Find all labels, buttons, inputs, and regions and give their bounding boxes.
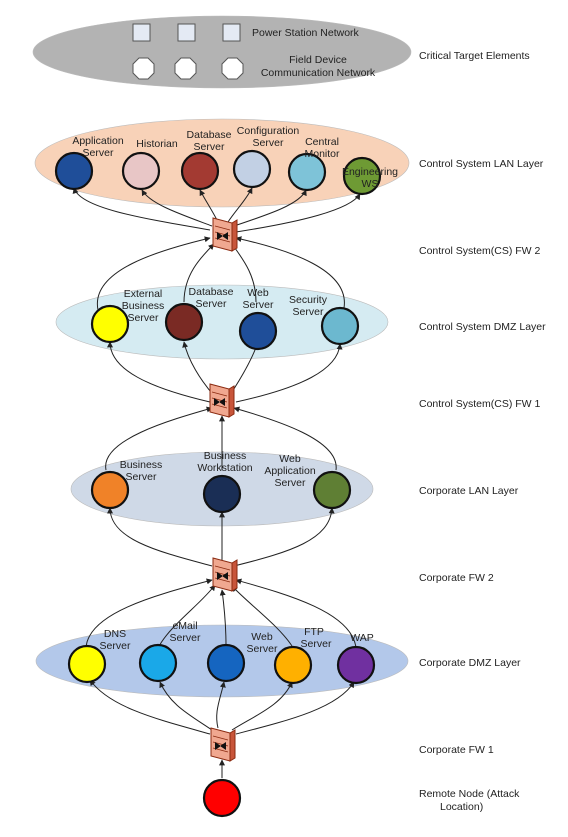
corp-dmz-label-ftp-1: FTP — [304, 626, 324, 638]
corp-lan-label-workstation-2: Workstation — [197, 462, 252, 474]
cs-lan-label-database-2: Server — [194, 141, 225, 153]
corp-dmz-label-email-2: Server — [170, 632, 201, 644]
corp-fw1-firewall-icon — [210, 727, 236, 762]
corp-lan-layer-label: Corporate LAN Layer — [419, 485, 519, 497]
corp-dmz-node-ftp-server — [273, 645, 313, 685]
cs-dmz-label-external-3: Server — [128, 312, 159, 324]
field-device-label-line1: Field Device — [289, 54, 347, 66]
power-station-square-3 — [222, 23, 241, 42]
corp-lan-label-webapp-2: Application — [264, 465, 316, 477]
corp-dmz-label-email-1: eMail — [172, 620, 197, 632]
cs-dmz-label-security-2: Server — [293, 306, 324, 318]
cs-lan-layer-label: Control System LAN Layer — [419, 158, 544, 170]
corp-dmz-label-dns-1: DNS — [104, 628, 126, 640]
cs-lan-node-engineering-ws — [342, 156, 382, 196]
corp-lan-node-business-server — [90, 470, 130, 510]
cs-dmz-layer-ellipse — [55, 284, 389, 360]
cs-lan-label-central-2: Monitor — [304, 148, 340, 160]
critical-target-elements-label: Critical Target Elements — [419, 50, 530, 62]
cs-lan-node-application-server — [54, 151, 94, 191]
cs-lan-label-application-2: Server — [83, 147, 114, 159]
cs-lan-label-configuration-1: Configuration — [237, 125, 300, 137]
field-device-label-line2: Communication Network — [261, 67, 376, 79]
critical-layer-ellipse — [32, 15, 412, 89]
cs-lan-label-engineering-2: WS — [362, 178, 379, 190]
cs-lan-node-configuration-server — [232, 149, 272, 189]
corp-dmz-label-ftp-2: Server — [301, 638, 332, 650]
power-station-network-label: Power Station Network — [252, 27, 360, 39]
corp-lan-label-webapp-3: Server — [275, 477, 306, 489]
cs-dmz-label-external-2: Business — [122, 300, 165, 312]
corp-dmz-layer-label: Corporate DMZ Layer — [419, 657, 521, 669]
cs-lan-label-engineering-1: Engineering — [342, 166, 398, 178]
cs-dmz-layer-label: Control System DMZ Layer — [419, 321, 546, 333]
cs-fw2-firewall-icon — [212, 217, 238, 252]
cs-dmz-label-database-2: Server — [196, 298, 227, 310]
cs-dmz-node-web-server — [238, 311, 278, 351]
cs-dmz-label-security-1: Security — [289, 294, 328, 306]
cs-lan-node-historian — [121, 151, 161, 191]
corp-dmz-node-email-server — [138, 643, 178, 683]
remote-node-label-line2: Location) — [440, 801, 483, 813]
cs-dmz-node-external-business-server — [90, 304, 130, 344]
corp-lan-label-workstation-1: Business — [204, 450, 247, 462]
corp-dmz-node-wap — [336, 645, 376, 685]
cs-lan-label-central-1: Central — [305, 136, 339, 148]
cs-dmz-node-security-server — [320, 306, 360, 346]
power-station-square-2 — [177, 23, 196, 42]
cs-lan-label-database-1: Database — [187, 129, 232, 141]
corp-dmz-label-dns-2: Server — [100, 640, 131, 652]
cs-fw1-firewall-icon — [209, 383, 235, 418]
cs-lan-node-central-monitor — [287, 152, 327, 192]
cs-dmz-label-external-1: External — [124, 288, 163, 300]
cs-fw2-label: Control System(CS) FW 2 — [419, 245, 541, 257]
field-device-octagon-3 — [221, 57, 244, 80]
field-device-octagon-1 — [132, 57, 155, 80]
power-station-square-1 — [132, 23, 151, 42]
corp-fw2-firewall-icon — [212, 557, 238, 592]
corp-dmz-label-web-1: Web — [251, 631, 273, 643]
cs-dmz-label-web-2: Server — [243, 299, 274, 311]
field-device-octagon-2 — [174, 57, 197, 80]
cs-lan-node-database-server — [180, 151, 220, 191]
corp-dmz-label-web-2: Server — [247, 643, 278, 655]
connection-edges — [72, 187, 361, 778]
corp-dmz-node-dns-server — [67, 644, 107, 684]
cs-dmz-label-web-1: Web — [247, 287, 269, 299]
corp-dmz-label-wap: WAP — [350, 632, 374, 644]
cs-lan-label-configuration-2: Server — [253, 137, 284, 149]
cs-lan-label-historian: Historian — [136, 138, 178, 150]
corp-lan-node-business-workstation — [202, 474, 242, 514]
corp-fw1-label: Corporate FW 1 — [419, 744, 494, 756]
corp-dmz-node-web-server — [206, 643, 246, 683]
corp-lan-label-webapp-1: Web — [279, 453, 301, 465]
cs-fw1-label: Control System(CS) FW 1 — [419, 398, 541, 410]
remote-node-label-line1: Remote Node (Attack — [419, 788, 520, 800]
cs-dmz-label-database-1: Database — [189, 286, 234, 298]
critical-target-icons — [132, 23, 244, 80]
cs-lan-label-application-1: Application — [72, 135, 124, 147]
corp-lan-label-business-1: Business — [120, 459, 163, 471]
cs-dmz-node-database-server — [164, 302, 204, 342]
corp-lan-node-web-application-server — [312, 470, 352, 510]
remote-node — [202, 778, 242, 818]
corp-fw2-label: Corporate FW 2 — [419, 572, 494, 584]
corp-lan-label-business-2: Server — [126, 471, 157, 483]
